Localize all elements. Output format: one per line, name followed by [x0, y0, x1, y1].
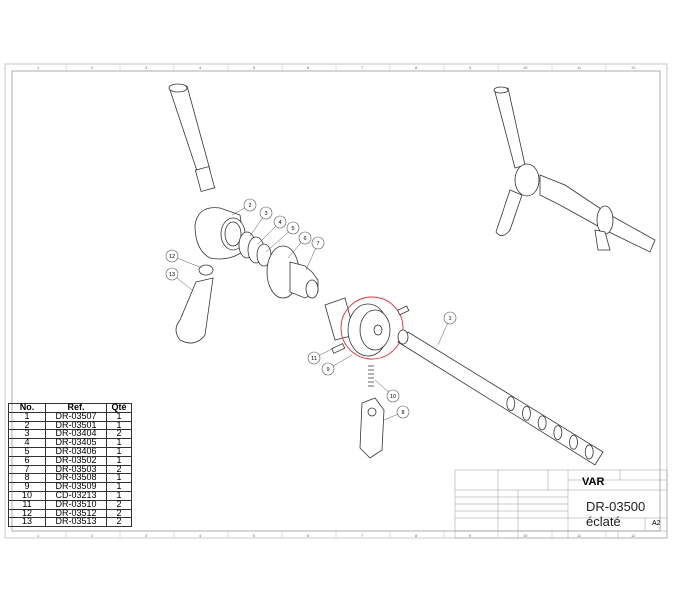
- balloon-number: 2: [248, 203, 251, 209]
- zone-label: 10: [523, 532, 528, 538]
- sheet-size: A2: [652, 520, 661, 527]
- balloon-number: 13: [169, 272, 175, 278]
- balloon-3: 3: [249, 206, 273, 237]
- balloon-8: 8: [383, 405, 410, 421]
- shaft-groove: [506, 396, 516, 411]
- highlight-circle: [340, 296, 404, 360]
- zone-label: 3: [145, 65, 148, 70]
- balloon-circle: [386, 389, 400, 403]
- zone-label: 5: [253, 532, 256, 538]
- balloon-number: 5: [291, 226, 294, 232]
- balloon-number: 12: [169, 254, 175, 260]
- zone-label: 2: [91, 532, 94, 538]
- balloon-circle: [165, 249, 179, 263]
- balloon-circle: [321, 362, 335, 376]
- zone-label: 7: [361, 65, 364, 70]
- part-2-head: [194, 207, 246, 260]
- zone-label: 11: [577, 532, 582, 538]
- shaft-groove: [522, 405, 531, 421]
- balloon-9: 9: [321, 354, 353, 376]
- small-parts: [175, 264, 410, 459]
- title-block: [454, 469, 668, 539]
- zone-label: 5: [253, 65, 256, 70]
- balloon-circle: [243, 198, 257, 212]
- balloon-circle: [307, 351, 321, 365]
- rings-3-5: [238, 231, 272, 267]
- shaft-groove: [553, 425, 563, 440]
- zone-label: 12: [631, 532, 636, 538]
- zone-label: 7: [361, 532, 364, 538]
- zone-label: 4: [199, 532, 202, 538]
- balloon-2: 2: [231, 198, 257, 216]
- drawing-title: DR-03500 éclaté: [586, 499, 646, 529]
- zone-label: 1: [37, 532, 40, 538]
- handle-top-left: [168, 83, 216, 192]
- balloon-circle: [443, 311, 457, 325]
- zone-label: 9: [469, 65, 472, 70]
- balloon-1: 1: [437, 311, 457, 346]
- balloon-number: 1: [448, 316, 451, 322]
- balloon-13: 13: [165, 267, 193, 291]
- zone-label: 8: [415, 532, 418, 538]
- balloon-4: 4: [257, 215, 287, 245]
- zone-label: 4: [199, 65, 202, 70]
- balloon-circle: [298, 231, 312, 245]
- assembled-view: [493, 86, 656, 253]
- balloon-number: 4: [278, 220, 281, 226]
- balloon-circle: [165, 267, 179, 281]
- bom-cell-no: 13: [8, 517, 46, 528]
- balloon-circle: [259, 206, 273, 220]
- balloon-number: 9: [326, 367, 329, 373]
- balloon-number: 11: [311, 356, 317, 362]
- balloon-number: 6: [303, 236, 306, 242]
- balloon-number: 7: [316, 241, 319, 247]
- balloon-circle: [396, 405, 410, 419]
- zone-label: 11: [577, 65, 582, 70]
- zone-label: 6: [307, 65, 310, 70]
- company-name: VAR: [582, 476, 605, 488]
- zone-label: 9: [469, 532, 472, 538]
- zone-label: 12: [631, 65, 636, 70]
- balloon-number: 8: [401, 410, 404, 416]
- zone-label: 10: [523, 65, 528, 70]
- balloon-number: 10: [390, 394, 396, 400]
- part-6-7-body: [266, 245, 319, 299]
- balloon-7: 7: [305, 236, 325, 271]
- balloon-circle: [286, 221, 300, 235]
- zone-label: 6: [307, 532, 310, 538]
- zone-label: 3: [145, 532, 148, 538]
- zone-label: 1: [37, 65, 40, 70]
- balloon-6: 6: [287, 231, 312, 259]
- balloon-11: 11: [307, 347, 335, 365]
- shaft-groove: [584, 444, 594, 460]
- zone-label: 2: [91, 65, 94, 70]
- shaft-groove: [537, 415, 547, 431]
- balloon-circle: [311, 236, 325, 250]
- balloon-number: 3: [264, 211, 267, 217]
- bom-cell-ref: DR-03513: [45, 517, 107, 528]
- balloon-5: 5: [265, 221, 300, 253]
- bom-cell-qty: 2: [106, 517, 132, 528]
- part-1-shaft: [397, 329, 604, 466]
- balloon-circle: [273, 215, 287, 229]
- shaft-groove: [569, 434, 578, 450]
- balloon-10: 10: [374, 379, 400, 403]
- zone-label: 8: [415, 65, 418, 70]
- balloon-12: 12: [165, 249, 203, 269]
